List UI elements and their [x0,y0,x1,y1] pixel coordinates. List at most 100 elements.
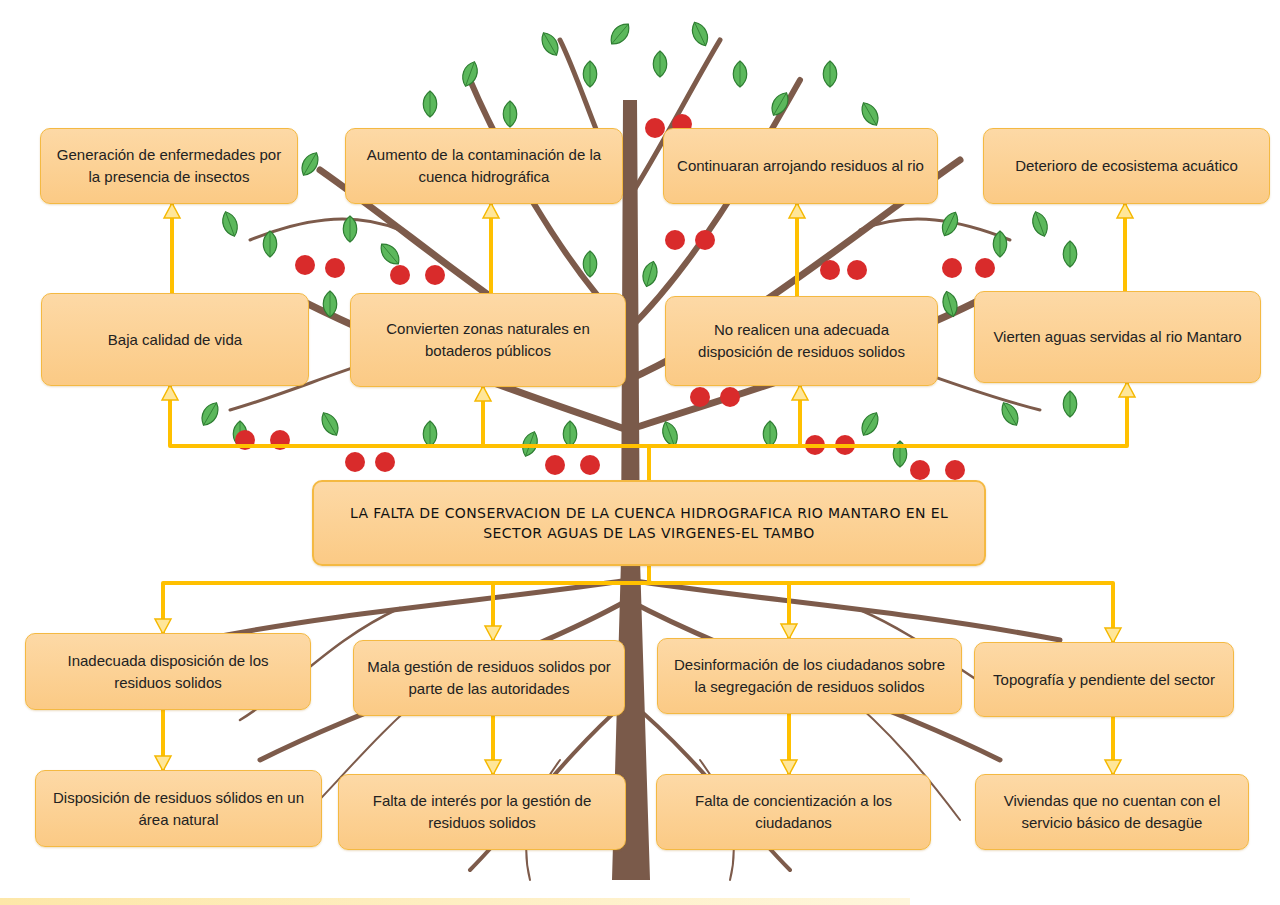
leaf [583,61,597,87]
apple [945,460,965,480]
cause-effect-arrow [1111,717,1115,774]
leaf [198,399,223,428]
leaf [858,409,883,438]
branch [628,80,800,330]
cause-effect-arrow [493,566,649,640]
apple [645,118,665,138]
apple [545,455,565,475]
leaf [940,290,960,319]
leaf [376,240,403,269]
cause-effect-arrow [1123,204,1127,291]
apple [695,230,715,250]
cause-effect-arrow [161,710,165,770]
root [628,600,1000,760]
box-text: Inadecuada disposición de los residuos s… [38,650,298,694]
leaf [688,19,711,48]
leaf [323,291,337,317]
leaf [733,61,747,87]
leaf [858,99,883,128]
problem-tree-box: Baja calidad de vida [41,293,309,386]
cause-effect-arrow [163,566,649,633]
apple [345,452,365,472]
box-text: Continuaran arrojando residuos al rio [677,155,924,177]
leaf [640,260,660,289]
cause-effect-arrow [491,716,495,774]
problem-tree-box: Inadecuada disposición de los residuos s… [25,633,311,710]
box-text: Deterioro de ecosistema acuático [1015,155,1238,177]
box-text: Viviendas que no cuentan con el servicio… [988,790,1236,834]
cause-effect-arrow [489,204,493,293]
problem-tree-box: Topografía y pendiente del sector [974,642,1234,717]
leaf [763,421,777,447]
box-text: LA FALTA DE CONSERVACION DE LA CUENCA HI… [334,503,964,543]
problem-tree-box: Continuaran arrojando residuos al rio [663,128,938,204]
box-text: No realicen una adecuada disposición de … [678,319,925,363]
apple [720,387,740,407]
box-text: Convierten zonas naturales en botaderos … [363,318,613,362]
leaf [298,149,323,178]
leaf [263,231,277,257]
apple [665,230,685,250]
leaf [768,89,793,118]
branch [860,219,1010,240]
leaves [198,19,1077,467]
leaf [423,421,437,447]
leaf [1063,241,1077,267]
box-text: Aumento de la contaminación de la cuenca… [358,144,610,188]
box-text: Topografía y pendiente del sector [993,669,1215,691]
leaf [423,91,437,117]
problem-tree-box: Desinformación de los ciudadanos sobre l… [657,638,962,714]
cause-effect-arrow [649,383,1127,480]
leaf [823,61,837,87]
apple [975,258,995,278]
root [260,600,628,760]
cause-effect-arrow [170,204,174,293]
leaf [318,409,343,438]
leaf [938,209,961,238]
root [628,580,1060,640]
box-text: Mala gestión de residuos solidos por par… [366,656,612,700]
box-text: Disposición de residuos sólidos en un ár… [48,787,309,831]
apple [375,452,395,472]
box-text: Vierten aguas servidas al rio Mantaro [993,326,1241,348]
cause-effect-arrow [649,566,1113,642]
problem-tree-box: No realicen una adecuada disposición de … [665,296,938,386]
leaf [1029,209,1051,238]
box-text: Generación de enfermedades por la presen… [53,144,285,188]
problem-tree-box: Deterioro de ecosistema acuático [983,128,1270,204]
problem-tree-box: Convierten zonas naturales en botaderos … [350,293,626,387]
leaf [583,251,597,277]
apple [295,255,315,275]
apple [390,265,410,285]
problem-tree-box: Falta de interés por la gestión de resid… [338,774,626,850]
problem-tree-box: Mala gestión de residuos solidos por par… [353,640,625,716]
leaf [653,51,667,77]
cause-effect-arrow [795,204,799,296]
cause-effect-arrow [787,714,791,774]
box-text: Desinformación de los ciudadanos sobre l… [670,654,949,698]
problem-tree-box: Aumento de la contaminación de la cuenca… [345,128,623,204]
apple [847,260,867,280]
cause-effect-arrow [170,386,649,480]
apple [820,260,840,280]
leaf [538,29,563,58]
box-text: Falta de interés por la gestión de resid… [351,790,613,834]
box-text: Falta de concientización a los ciudadano… [669,790,918,834]
apple [580,455,600,475]
leaf [993,231,1007,257]
problem-tree-box: Vierten aguas servidas al rio Mantaro [974,291,1261,383]
box-text: Baja calidad de vida [108,329,242,351]
central-problem-box: LA FALTA DE CONSERVACION DE LA CUENCA HI… [312,480,986,566]
apple [690,387,710,407]
apple [325,258,345,278]
cause-effect-arrow [649,386,800,480]
apple [942,258,962,278]
problem-tree-box: Generación de enfermedades por la presen… [40,128,298,204]
cause-effect-arrow [483,387,649,480]
leaf [459,59,481,88]
leaf [503,101,517,127]
leaf [1063,391,1077,417]
apples [235,114,995,480]
apple [910,460,930,480]
